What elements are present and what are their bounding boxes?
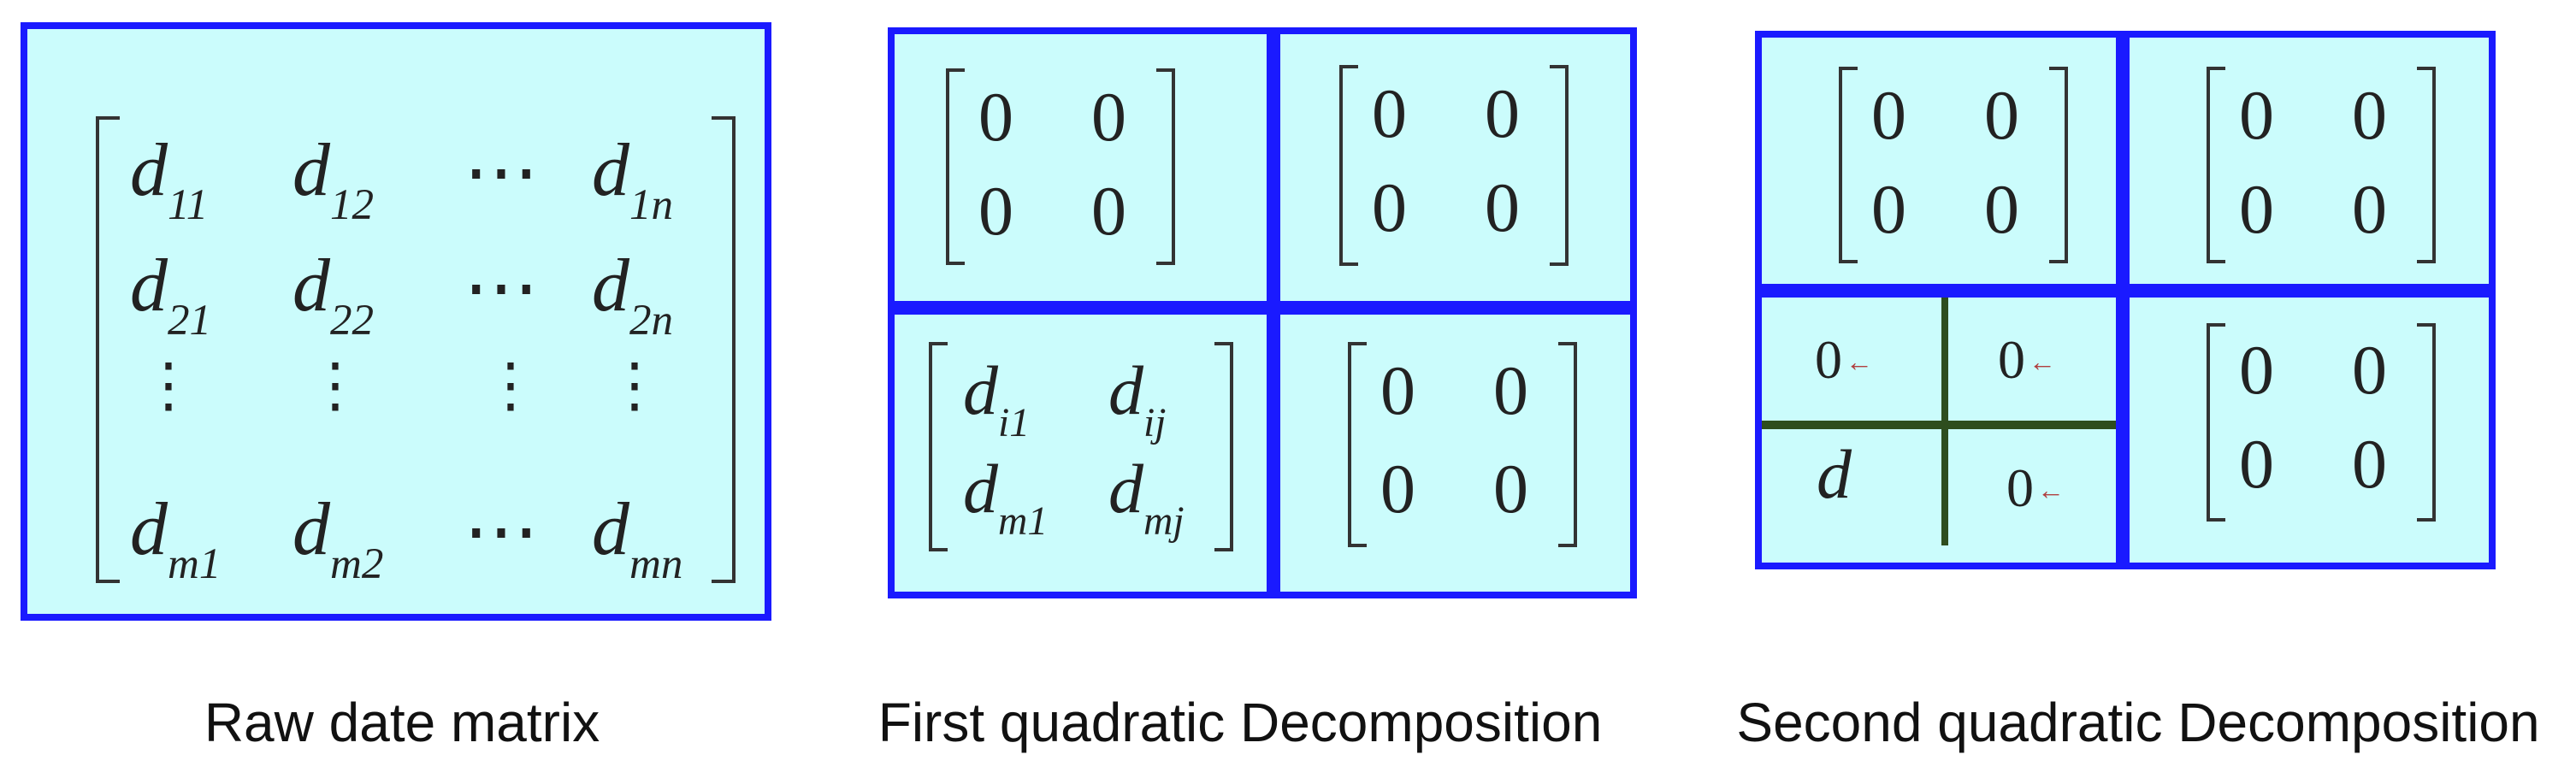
- zero-cell: 0: [1380, 351, 1415, 429]
- arrow-icon: ←: [2029, 346, 2056, 377]
- second-decomposition-panel: 0 0 0 0 0 0 0 0 0← 0← d 0← 0 0 0 0: [1755, 31, 2496, 569]
- left-bracket: [2207, 323, 2225, 522]
- raw-matrix-caption: Raw date matrix: [204, 692, 600, 753]
- quadrant-top-left: 0 0 0 0: [1839, 67, 2095, 272]
- matrix-cell: d2n: [592, 245, 674, 345]
- matrix-cell: ⋯: [464, 247, 539, 330]
- inner-horizontal-line: [1762, 421, 2116, 429]
- zero-cell: 0: [1984, 170, 2019, 248]
- zero-cell: 0: [1091, 78, 1126, 156]
- zero-cell: 0: [2352, 425, 2387, 503]
- zero-cell: 0←: [1815, 329, 1873, 390]
- first-decomposition-caption: First quadratic Decomposition: [877, 692, 1603, 753]
- matrix-cell: dij: [1108, 351, 1167, 446]
- matrix-cell: ⋮: [139, 353, 198, 419]
- quadrant-top-right: 0 0 0 0: [1339, 65, 1613, 270]
- zero-cell: 0: [978, 172, 1013, 250]
- zero-cell: 0: [2239, 425, 2274, 503]
- left-bracket: [96, 116, 120, 583]
- zero-cell: 0: [2239, 76, 2274, 154]
- first-decomposition-panel: 0 0 0 0 0 0 0 0 di1 dij dm1 dmj 0 0 0 0: [888, 27, 1637, 598]
- left-bracket: [2207, 67, 2225, 263]
- zero-cell: 0: [1871, 76, 1906, 154]
- matrix-cell: d11: [130, 129, 209, 230]
- matrix-cell: ⋯: [464, 132, 539, 215]
- matrix-cell: ⋮: [481, 353, 541, 419]
- matrix-cell: d22: [292, 245, 375, 345]
- zero-cell: 0: [1493, 450, 1528, 528]
- zero-cell: 0: [1091, 172, 1126, 250]
- right-bracket: [1558, 342, 1577, 547]
- horizontal-divider: [895, 301, 1630, 315]
- second-decomposition-caption: Second quadratic Decomposition: [1736, 692, 2540, 753]
- arrow-icon: ←: [2037, 474, 2065, 505]
- matrix-cell: d1n: [592, 129, 674, 230]
- zero-cell: 0: [1493, 351, 1528, 429]
- zero-cell: 0←: [2006, 457, 2065, 518]
- matrix-cell: ⋯: [464, 491, 539, 574]
- quadrant-bottom-right: 0 0 0 0: [2207, 323, 2463, 537]
- matrix-cell: dm1: [130, 488, 222, 589]
- right-bracket: [2049, 67, 2068, 263]
- horizontal-divider: [1762, 284, 2489, 298]
- left-bracket: [929, 342, 948, 551]
- matrix-cell: d21: [130, 245, 212, 345]
- right-bracket: [712, 116, 736, 583]
- zero-cell: 0: [1372, 168, 1407, 246]
- matrix-cell: ⋮: [605, 353, 665, 419]
- zero-cell: 0: [1984, 76, 2019, 154]
- zero-cell: 0: [2352, 331, 2387, 409]
- quadrant-bottom-left: 0← 0← d 0←: [1762, 298, 2116, 563]
- matrix-cell: dmn: [592, 488, 683, 589]
- left-bracket: [946, 68, 965, 265]
- raw-matrix-panel: d11 d12 ⋯ d1n d21 d22 ⋯ d2n ⋮ ⋮ ⋮ ⋮ dm1 …: [21, 22, 771, 621]
- zero-cell: 0: [1485, 168, 1520, 246]
- d-cell: d: [1817, 435, 1852, 513]
- quadrant-bottom-right: 0 0 0 0: [1348, 342, 1622, 564]
- quadrant-bottom-left: di1 dij dm1 dmj: [929, 333, 1254, 564]
- zero-cell: 0: [2352, 170, 2387, 248]
- right-bracket: [1214, 342, 1233, 551]
- zero-cell: 0: [1485, 74, 1520, 152]
- matrix-cell: dmj: [1108, 450, 1185, 545]
- zero-cell: 0: [1871, 170, 1906, 248]
- zero-cell: 0: [2352, 76, 2387, 154]
- left-bracket: [1839, 67, 1858, 263]
- zero-cell: 0: [2239, 170, 2274, 248]
- right-bracket: [2417, 323, 2436, 522]
- right-bracket: [2417, 67, 2436, 263]
- zero-cell: 0: [1380, 450, 1415, 528]
- matrix-cell: dm2: [292, 488, 384, 589]
- right-bracket: [1156, 68, 1175, 265]
- arrow-icon: ←: [1846, 346, 1873, 377]
- matrix-cell: dm1: [963, 450, 1049, 545]
- left-bracket: [1339, 65, 1358, 266]
- zero-cell: 0←: [1998, 329, 2056, 390]
- left-bracket: [1348, 342, 1367, 547]
- quadrant-top-left: 0 0 0 0: [946, 68, 1220, 274]
- matrix-cell: d12: [292, 129, 375, 230]
- matrix-cell: di1: [963, 351, 1030, 446]
- zero-cell: 0: [978, 78, 1013, 156]
- quadrant-top-right: 0 0 0 0: [2207, 67, 2463, 272]
- right-bracket: [1550, 65, 1569, 266]
- vertical-divider: [2116, 38, 2130, 563]
- zero-cell: 0: [1372, 74, 1407, 152]
- matrix-cell: ⋮: [305, 353, 365, 419]
- raw-matrix: d11 d12 ⋯ d1n d21 d22 ⋯ d2n ⋮ ⋮ ⋮ ⋮ dm1 …: [27, 29, 765, 614]
- zero-cell: 0: [2239, 331, 2274, 409]
